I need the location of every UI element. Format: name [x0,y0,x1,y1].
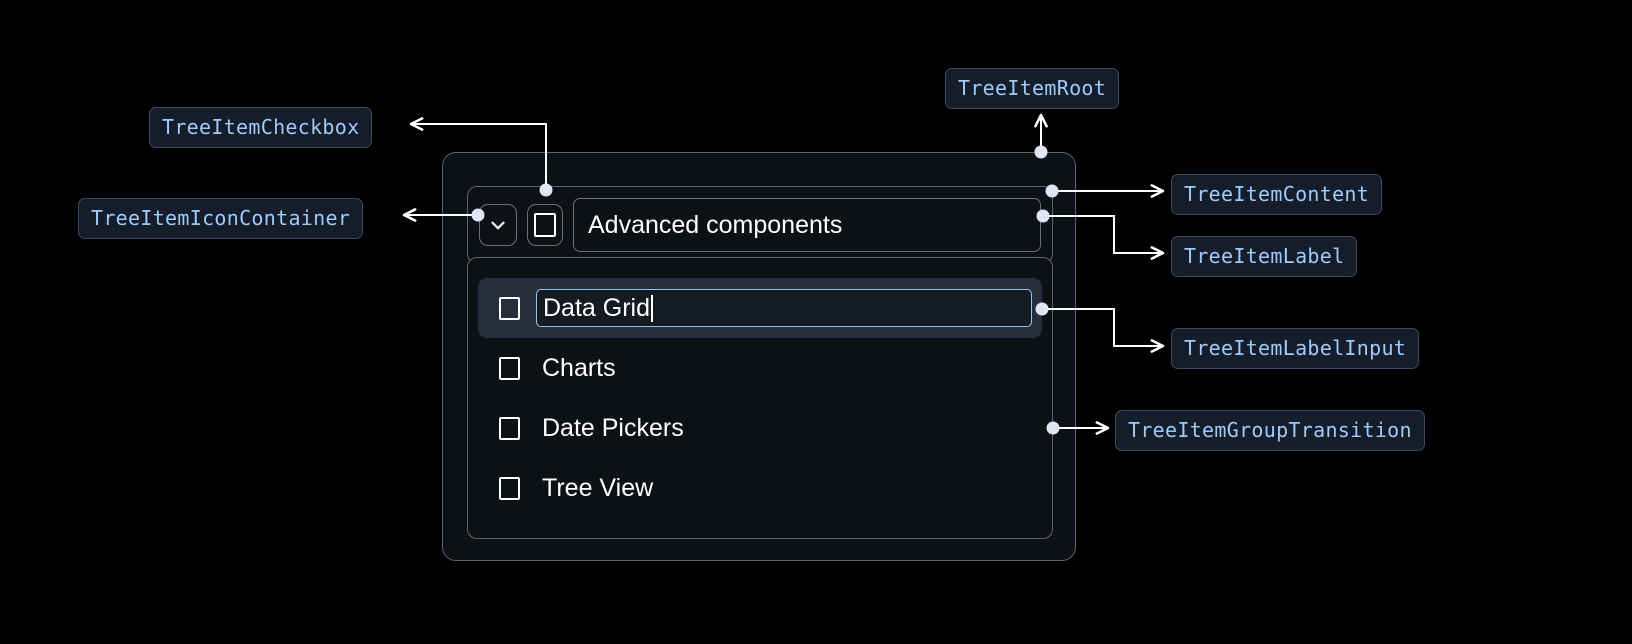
tree-item-group-transition: Data Grid Charts Date Pickers Tree View [467,257,1053,539]
tree-item-label-text: Date Pickers [542,413,684,442]
annotation-chip-tree-item-checkbox: TreeItemCheckbox [149,107,373,148]
tree-item-row[interactable]: Data Grid [478,278,1042,338]
tree-item-icon-container[interactable] [479,204,517,246]
tree-item-root[interactable]: Advanced components Data Grid Charts Dat… [442,152,1076,561]
tree-item-checkbox[interactable] [499,416,520,440]
tree-item-checkbox[interactable] [499,356,520,380]
tree-item-row[interactable]: Charts [468,338,1052,398]
tree-item-label-input-value: Data Grid [543,293,650,322]
tree-item-label[interactable]: Advanced components [573,198,1041,252]
tree-item-checkbox[interactable] [527,204,563,246]
tree-item-row[interactable]: Tree View [468,458,1052,518]
tree-item-label-text: Tree View [542,473,654,502]
tree-item-content[interactable]: Advanced components [467,186,1053,264]
annotation-chip-tree-item-content: TreeItemContent [1171,174,1383,215]
tree-item-label-text: Charts [542,353,616,382]
annotation-chip-tree-item-icon-container: TreeItemIconContainer [78,198,364,239]
tree-item-row[interactable]: Date Pickers [468,398,1052,458]
text-cursor [650,294,653,322]
tree-item-checkbox[interactable] [499,296,520,320]
tree-item-checkbox[interactable] [499,476,520,500]
annotation-chip-tree-item-group-transition: TreeItemGroupTransition [1115,410,1425,451]
annotation-chip-tree-item-label: TreeItemLabel [1171,236,1358,277]
chevron-down-icon [491,221,505,230]
annotation-chip-tree-item-root: TreeItemRoot [945,68,1120,109]
tree-item-label-input[interactable]: Data Grid [536,289,1032,327]
checkbox-square [534,213,556,237]
tree-item-label-text: Advanced components [588,210,843,239]
annotation-chip-tree-item-label-input: TreeItemLabelInput [1171,328,1420,369]
